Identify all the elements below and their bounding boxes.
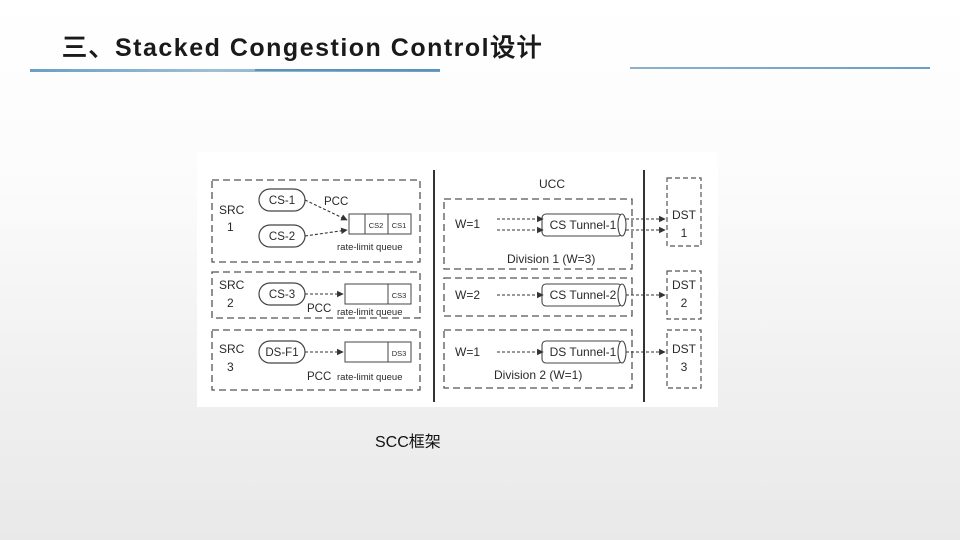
src1-pcc-label: PCC	[324, 196, 348, 208]
src2-label: SRC	[219, 278, 245, 292]
src3-pcc-label: PCC	[307, 371, 331, 383]
flow-cs2-label: CS-2	[269, 231, 295, 243]
title-underline-left	[30, 69, 440, 72]
division1-label: Division 1 (W=3)	[507, 252, 595, 266]
division2-box	[443, 329, 633, 389]
ucc-label: UCC	[539, 177, 565, 191]
queue-cell-ds3: DS3	[392, 349, 407, 358]
flow-dsf1-label: DS-F1	[265, 347, 298, 359]
flow-cs1-label: CS-1	[269, 195, 295, 207]
division2-label: Division 2 (W=1)	[494, 368, 582, 382]
dst1-number: 1	[681, 226, 688, 240]
src1-box	[211, 179, 421, 263]
dst1-label: DST	[672, 208, 697, 222]
src2-queue	[344, 283, 412, 305]
src1-label: SRC	[219, 203, 245, 217]
title-underline-right	[630, 67, 930, 69]
dst3-label: DST	[672, 342, 697, 356]
tunnel3-weight: W=1	[455, 345, 480, 359]
slide-title: 三、Stacked Congestion Control设计	[62, 34, 544, 62]
diagram-svg: SRC 1 CS-1 CS-2 PCC CS2 CS1 rate-limit q…	[211, 170, 702, 402]
src2-queue-label: rate-limit queue	[337, 307, 402, 318]
scc-framework-diagram: SRC 1 CS-1 CS-2 PCC CS2 CS1 rate-limit q…	[197, 152, 718, 407]
src1-number: 1	[227, 220, 234, 234]
queue-cell-cs2: CS2	[369, 221, 384, 230]
dst2-label: DST	[672, 278, 697, 292]
src3-box	[211, 329, 421, 391]
dst1-box	[666, 177, 702, 247]
dst2-box	[666, 270, 702, 320]
division1-box	[443, 198, 633, 270]
src3-queue	[344, 341, 412, 363]
src1-queue	[348, 213, 412, 235]
tunnel3-name: DS Tunnel-1	[550, 345, 617, 359]
src1-queue-label: rate-limit queue	[337, 242, 402, 253]
cs2-to-queue-arrow	[304, 227, 348, 237]
src2-number: 2	[227, 296, 234, 310]
tunnel2-weight: W=2	[455, 288, 480, 302]
cs1-to-queue-arrow	[304, 199, 348, 221]
src2-pcc-label: PCC	[307, 303, 331, 315]
src3-number: 3	[227, 360, 234, 374]
src3-label: SRC	[219, 342, 245, 356]
src3-queue-label: rate-limit queue	[337, 372, 402, 383]
queue-cell-cs1: CS1	[392, 221, 407, 230]
flow-cs3-label: CS-3	[269, 289, 295, 301]
src2-box	[211, 271, 421, 319]
tunnel1-name: CS Tunnel-1	[550, 218, 617, 232]
tunnel1-weight: W=1	[455, 217, 480, 231]
title-underline-accent	[255, 69, 440, 71]
dst2-number: 2	[681, 296, 688, 310]
queue-cell-cs3: CS3	[392, 291, 407, 300]
tunnel2-box	[443, 277, 633, 317]
figure-caption: SCC框架	[375, 434, 441, 451]
dst3-number: 3	[681, 360, 688, 374]
tunnel2-name: CS Tunnel-2	[550, 288, 617, 302]
dst3-box	[666, 329, 702, 389]
